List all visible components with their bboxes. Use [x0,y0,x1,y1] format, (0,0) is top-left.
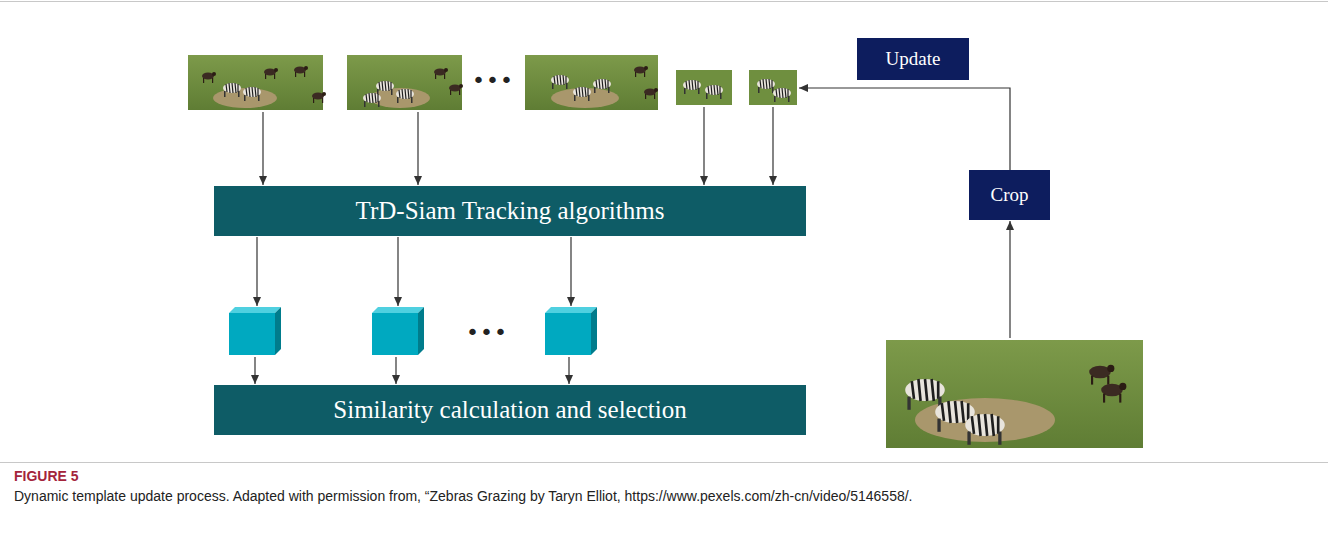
flow-arrow [255,88,1010,384]
process-bar: TrD-Siam Tracking algorithms [214,186,806,236]
current-frame [886,340,1143,448]
template-crop [749,70,797,105]
feature-cube [372,307,424,355]
ellipsis: ••• [466,320,508,345]
figure-number: FIGURE 5 [14,468,79,484]
node-label: TrD-Siam Tracking algorithms [356,197,665,225]
video-frame [347,55,463,110]
video-frame [188,55,326,110]
feature-cube [545,307,597,355]
crop-box: Crop [969,170,1050,220]
node-label: Similarity calculation and selection [333,396,686,424]
feature-cube [229,307,281,355]
ellipsis: ••• [472,68,514,93]
node-label: Crop [991,184,1029,206]
update-box: Update [857,38,969,80]
template-crop [676,70,732,105]
node-label: Update [886,48,941,70]
video-frame [525,55,658,110]
figure-caption: Dynamic template update process. Adapted… [14,487,1014,506]
process-bar: Similarity calculation and selection [214,385,806,435]
